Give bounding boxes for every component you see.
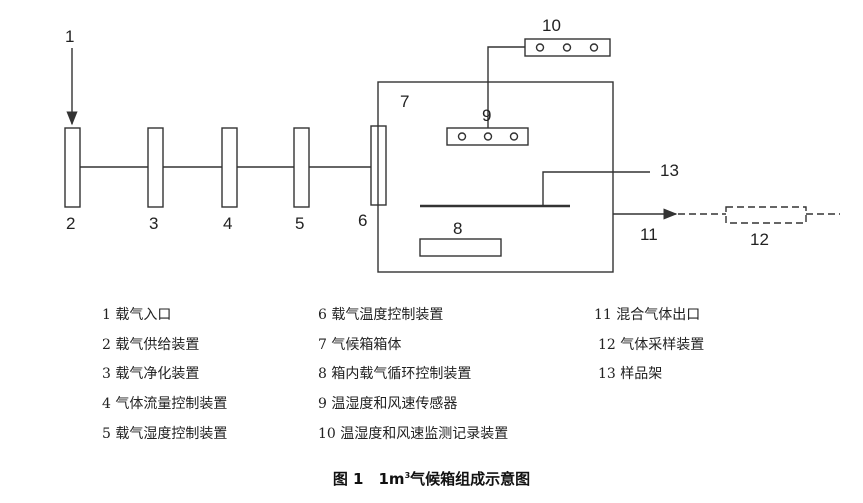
sampler-12 — [725, 206, 807, 224]
legend-col2-item: 8 箱内载气循环控制装置 — [318, 366, 472, 382]
legend-col3-item: 13 样品架 — [598, 366, 663, 382]
label-13: 13 — [660, 161, 679, 180]
device-3-purifier — [147, 127, 164, 208]
label-10: 10 — [542, 16, 561, 35]
caption-suffix: 气候箱组成示意图 — [410, 470, 531, 488]
legend-col1-item: 4 气体流量控制装置 — [102, 396, 228, 412]
label-3: 3 — [149, 214, 158, 233]
rack-leader — [542, 171, 650, 206]
sensor-dot — [509, 132, 519, 141]
legend-col3-item: 11 混合气体出口 — [594, 307, 701, 323]
legend-col1-item: 5 载气湿度控制装置 — [102, 426, 228, 442]
legend-col1-item: 3 载气净化装置 — [102, 366, 200, 382]
legend-col2-item: 6 载气温度控制装置 — [318, 307, 444, 323]
label-9: 9 — [482, 106, 491, 125]
legend-col1-item: 1 载气入口 — [102, 307, 172, 323]
sensor-dot — [457, 132, 467, 141]
device-5-humidity-control — [293, 127, 310, 208]
legend-col1-item: 2 载气供给装置 — [102, 337, 200, 353]
label-8: 8 — [453, 219, 462, 238]
recorder-dot — [589, 43, 599, 52]
device-2-supply — [64, 127, 81, 208]
legend-col2-item: 7 气候箱箱体 — [318, 337, 402, 353]
label-2: 2 — [66, 214, 75, 233]
recorder-dot — [535, 43, 545, 52]
label-11: 11 — [640, 225, 658, 244]
device-4-flow-control — [221, 127, 238, 208]
label-1: 1 — [65, 27, 74, 46]
legend-col3-item: 12 气体采样装置 — [598, 337, 705, 353]
sensor-cable — [487, 46, 525, 128]
circulation-device-8 — [419, 238, 502, 257]
figure-caption: 图 1 1m3气候箱组成示意图 — [0, 468, 863, 489]
recorder-dot — [562, 43, 572, 52]
chamber-schematic: 1 2 3 4 5 6 7 8 9 10 11 12 13 — [64, 16, 840, 273]
caption-prefix: 图 1 1m — [332, 470, 405, 488]
label-7: 7 — [400, 92, 409, 111]
label-5: 5 — [295, 214, 304, 233]
legend-col2-item: 10 温湿度和风速监测记录装置 — [318, 426, 509, 442]
sensor-dot — [483, 132, 493, 141]
label-6: 6 — [358, 211, 367, 230]
label-12: 12 — [750, 230, 769, 249]
climate-chamber — [377, 81, 614, 273]
caption-superscript: 3 — [404, 471, 411, 480]
label-4: 4 — [223, 214, 232, 233]
legend-col2-item: 9 温湿度和风速传感器 — [318, 396, 458, 412]
